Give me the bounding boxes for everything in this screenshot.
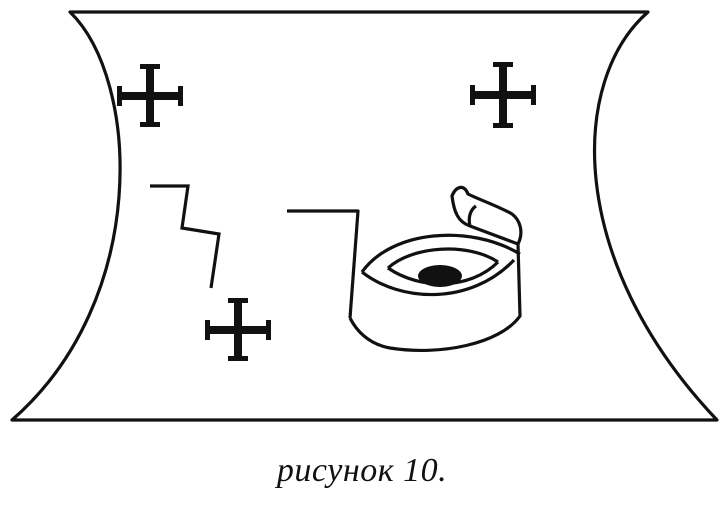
zigzag-line (150, 184, 221, 289)
figure-caption: рисунок 10. (276, 452, 448, 489)
eye-pupil (418, 265, 462, 287)
figure-drawing (10, 10, 719, 422)
cross-icon-top-right (470, 62, 536, 128)
wing-icon (450, 185, 523, 246)
banner-outline (10, 10, 719, 422)
cross-icon-bottom (205, 298, 271, 361)
cross-icon-top-left (117, 64, 183, 127)
eye-symbol (287, 185, 523, 352)
